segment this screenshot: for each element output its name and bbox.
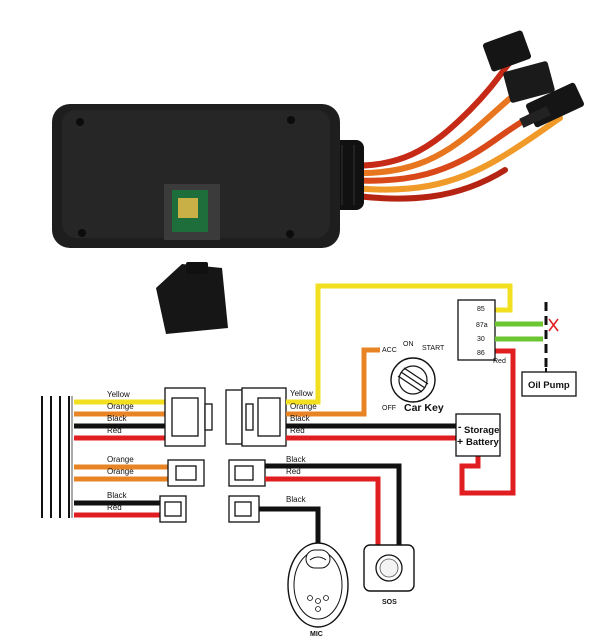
right-label-red: Red — [290, 426, 305, 435]
right-sos-connector — [228, 495, 260, 523]
ignition-on-label: ON — [403, 341, 414, 348]
microphone-icon — [287, 542, 349, 628]
wire-battery-to-relay-86 — [459, 348, 516, 496]
left-io-label-orange-2: Orange — [107, 467, 134, 476]
relay-pin-86: 86 — [477, 350, 485, 357]
right-sos-label-black: Black — [286, 495, 307, 504]
right-label-black: Black — [290, 414, 311, 423]
relay-pin-85: 85 — [477, 306, 485, 313]
left-main-connector — [164, 387, 213, 447]
sos-button — [363, 544, 415, 592]
left-power-label-black: Black — [107, 491, 128, 500]
relay-pin-87a: 87a — [476, 322, 488, 329]
right-label-yellow: Yellow — [290, 389, 313, 398]
right-mic-label-black: Black — [286, 455, 307, 464]
battery-plus-sign: + — [457, 436, 463, 448]
storage-battery-box — [455, 413, 501, 457]
left-label-red: Red — [107, 426, 122, 435]
wire-orange-to-acc — [286, 347, 380, 417]
wire-mic-red — [265, 476, 381, 545]
left-wire-bundle — [41, 396, 73, 518]
gps-tracker-device-photo — [52, 30, 584, 334]
ignition-off-label: OFF — [382, 405, 396, 412]
relay-box — [457, 299, 496, 361]
wire-yellow-to-relay — [286, 283, 513, 405]
sos-label: SOS — [382, 599, 397, 606]
ignition-acc-label: ACC — [382, 347, 397, 354]
car-key-label: Car Key — [404, 402, 444, 414]
left-io-connector — [167, 459, 205, 487]
sim-slot-cover — [156, 264, 228, 334]
left-io-label-orange-1: Orange — [107, 455, 134, 464]
battery-label-line2: Battery — [466, 437, 499, 448]
right-main-connector — [225, 387, 287, 447]
right-mic-label-red: Red — [286, 467, 301, 476]
right-mic-connector — [228, 459, 266, 487]
relay-wire-label-red: Red — [493, 358, 506, 365]
ignition-key-switch — [390, 357, 436, 403]
battery-label-line1: Storage — [464, 425, 499, 436]
ignition-start-label: START — [422, 345, 445, 352]
left-power-label-red: Red — [107, 503, 122, 512]
harness-plug-connectors — [482, 30, 584, 128]
left-label-orange: Orange — [107, 402, 134, 411]
battery-minus-sign: - — [458, 421, 462, 433]
left-power-connector — [159, 495, 187, 523]
cut-wire-x-icon — [548, 318, 559, 332]
oil-pump-box — [521, 371, 577, 397]
wire-sos-black — [259, 506, 321, 548]
left-label-black: Black — [107, 414, 128, 423]
oil-pump-label: Oil Pump — [528, 380, 570, 391]
relay-pin-30: 30 — [477, 336, 485, 343]
wire-mic-black — [265, 463, 402, 545]
right-label-orange: Orange — [290, 402, 317, 411]
mic-label: MIC — [310, 631, 323, 638]
left-label-yellow: Yellow — [107, 390, 130, 399]
